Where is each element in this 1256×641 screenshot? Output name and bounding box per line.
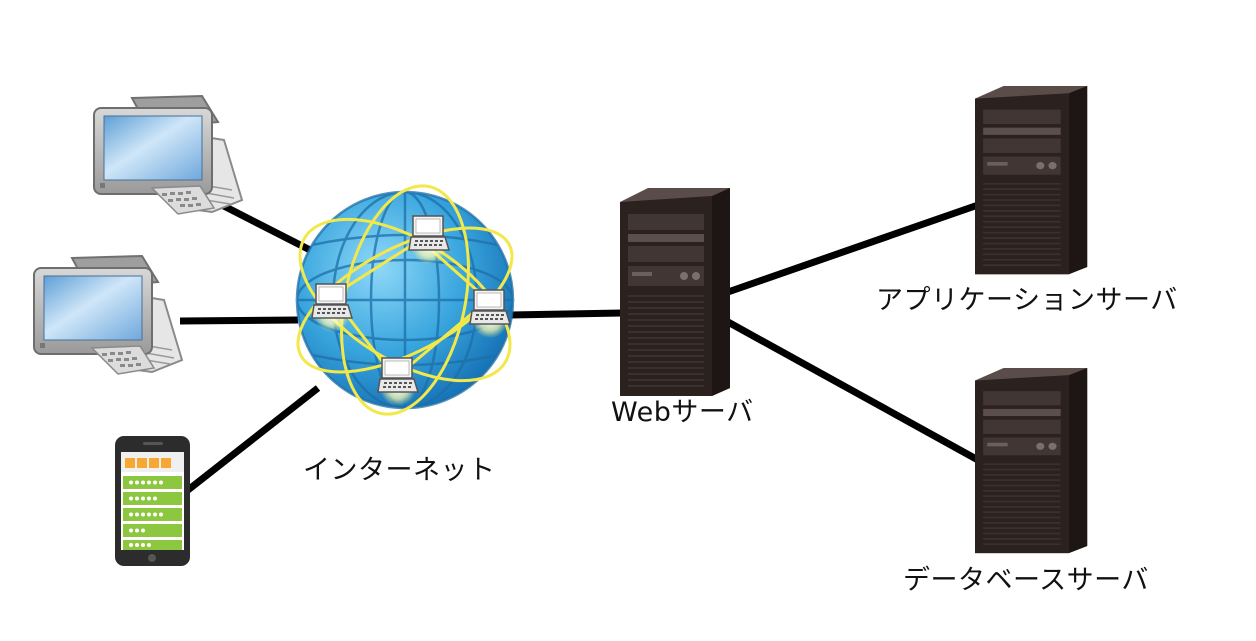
- db-server-label: データベースサーバ: [903, 565, 1149, 596]
- tower-server-icon: [619, 187, 731, 397]
- web-server-label: Webサーバ: [611, 397, 754, 428]
- app-server-label: アプリケーションサーバ: [876, 285, 1178, 316]
- globe-node-laptop-icon: [377, 357, 419, 407]
- tower-server-icon: [973, 84, 1089, 276]
- link-web-app: [726, 201, 980, 296]
- globe-node-laptop-icon: [408, 215, 450, 265]
- tablet-laptop-icon: [33, 255, 183, 375]
- link-phone-internet: [185, 385, 321, 493]
- link-internet-web: [509, 309, 623, 319]
- link-web-db: [726, 318, 980, 464]
- internet-label: インターネット: [303, 455, 496, 486]
- link-laptop1-internet: [214, 198, 314, 255]
- globe-node-laptop-icon: [311, 283, 353, 333]
- globe-network-icon: [295, 184, 515, 416]
- tablet-laptop-icon: [93, 95, 243, 215]
- tower-server-icon: [973, 366, 1089, 555]
- globe-node-laptop-icon: [469, 289, 511, 339]
- connection-lines: [179, 198, 980, 493]
- smartphone-icon: [115, 436, 190, 566]
- link-laptop2-internet: [179, 316, 299, 325]
